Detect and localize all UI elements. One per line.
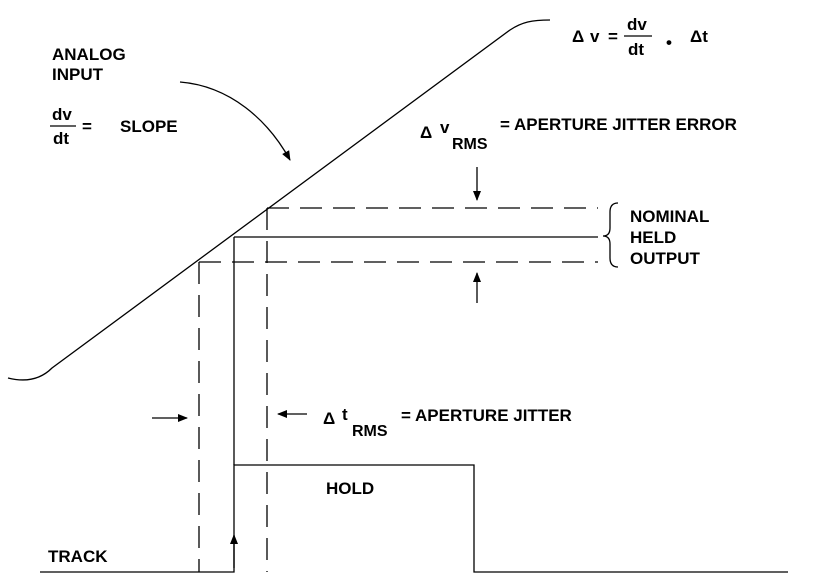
formula-delta: Δ: [572, 27, 584, 46]
slope-dt: dt: [53, 129, 69, 148]
hold-label: HOLD: [326, 479, 374, 498]
slope-equals: =: [82, 117, 92, 136]
formula-dt: dt: [628, 40, 644, 59]
nominal-output-brace: [602, 202, 619, 268]
nominal-label-line1: NOMINAL: [630, 207, 709, 226]
nominal-label-line3: OUTPUT: [630, 249, 701, 268]
formula-dv: dv: [627, 15, 647, 34]
delta-t-prefix: Δ: [323, 409, 335, 428]
slope-dv: dv: [52, 105, 72, 124]
delta-t-rms-sub: RMS: [352, 423, 388, 440]
nominal-label-line2: HELD: [630, 228, 676, 247]
formula-dot: •: [666, 33, 672, 52]
analog-input-label-line1: ANALOG: [52, 45, 126, 64]
track-hold-waveform: [40, 464, 788, 573]
delta-v-rms-sub: RMS: [452, 136, 488, 153]
analog-input-ramp: [7, 19, 551, 381]
delta-v-v: v: [440, 118, 450, 137]
delta-t-description: = APERTURE JITTER: [401, 406, 572, 425]
track-label: TRACK: [48, 547, 108, 566]
formula-equals: =: [608, 27, 618, 46]
delta-v-prefix: Δ: [420, 123, 432, 142]
analog-input-pointer: [179, 81, 291, 161]
formula-delta-t: Δt: [690, 27, 708, 46]
delta-t-t: t: [342, 405, 348, 424]
slope-label: SLOPE: [120, 117, 178, 136]
formula-v: v: [590, 27, 600, 46]
delta-v-description: = APERTURE JITTER ERROR: [500, 115, 737, 134]
analog-input-label-line2: INPUT: [52, 65, 104, 84]
